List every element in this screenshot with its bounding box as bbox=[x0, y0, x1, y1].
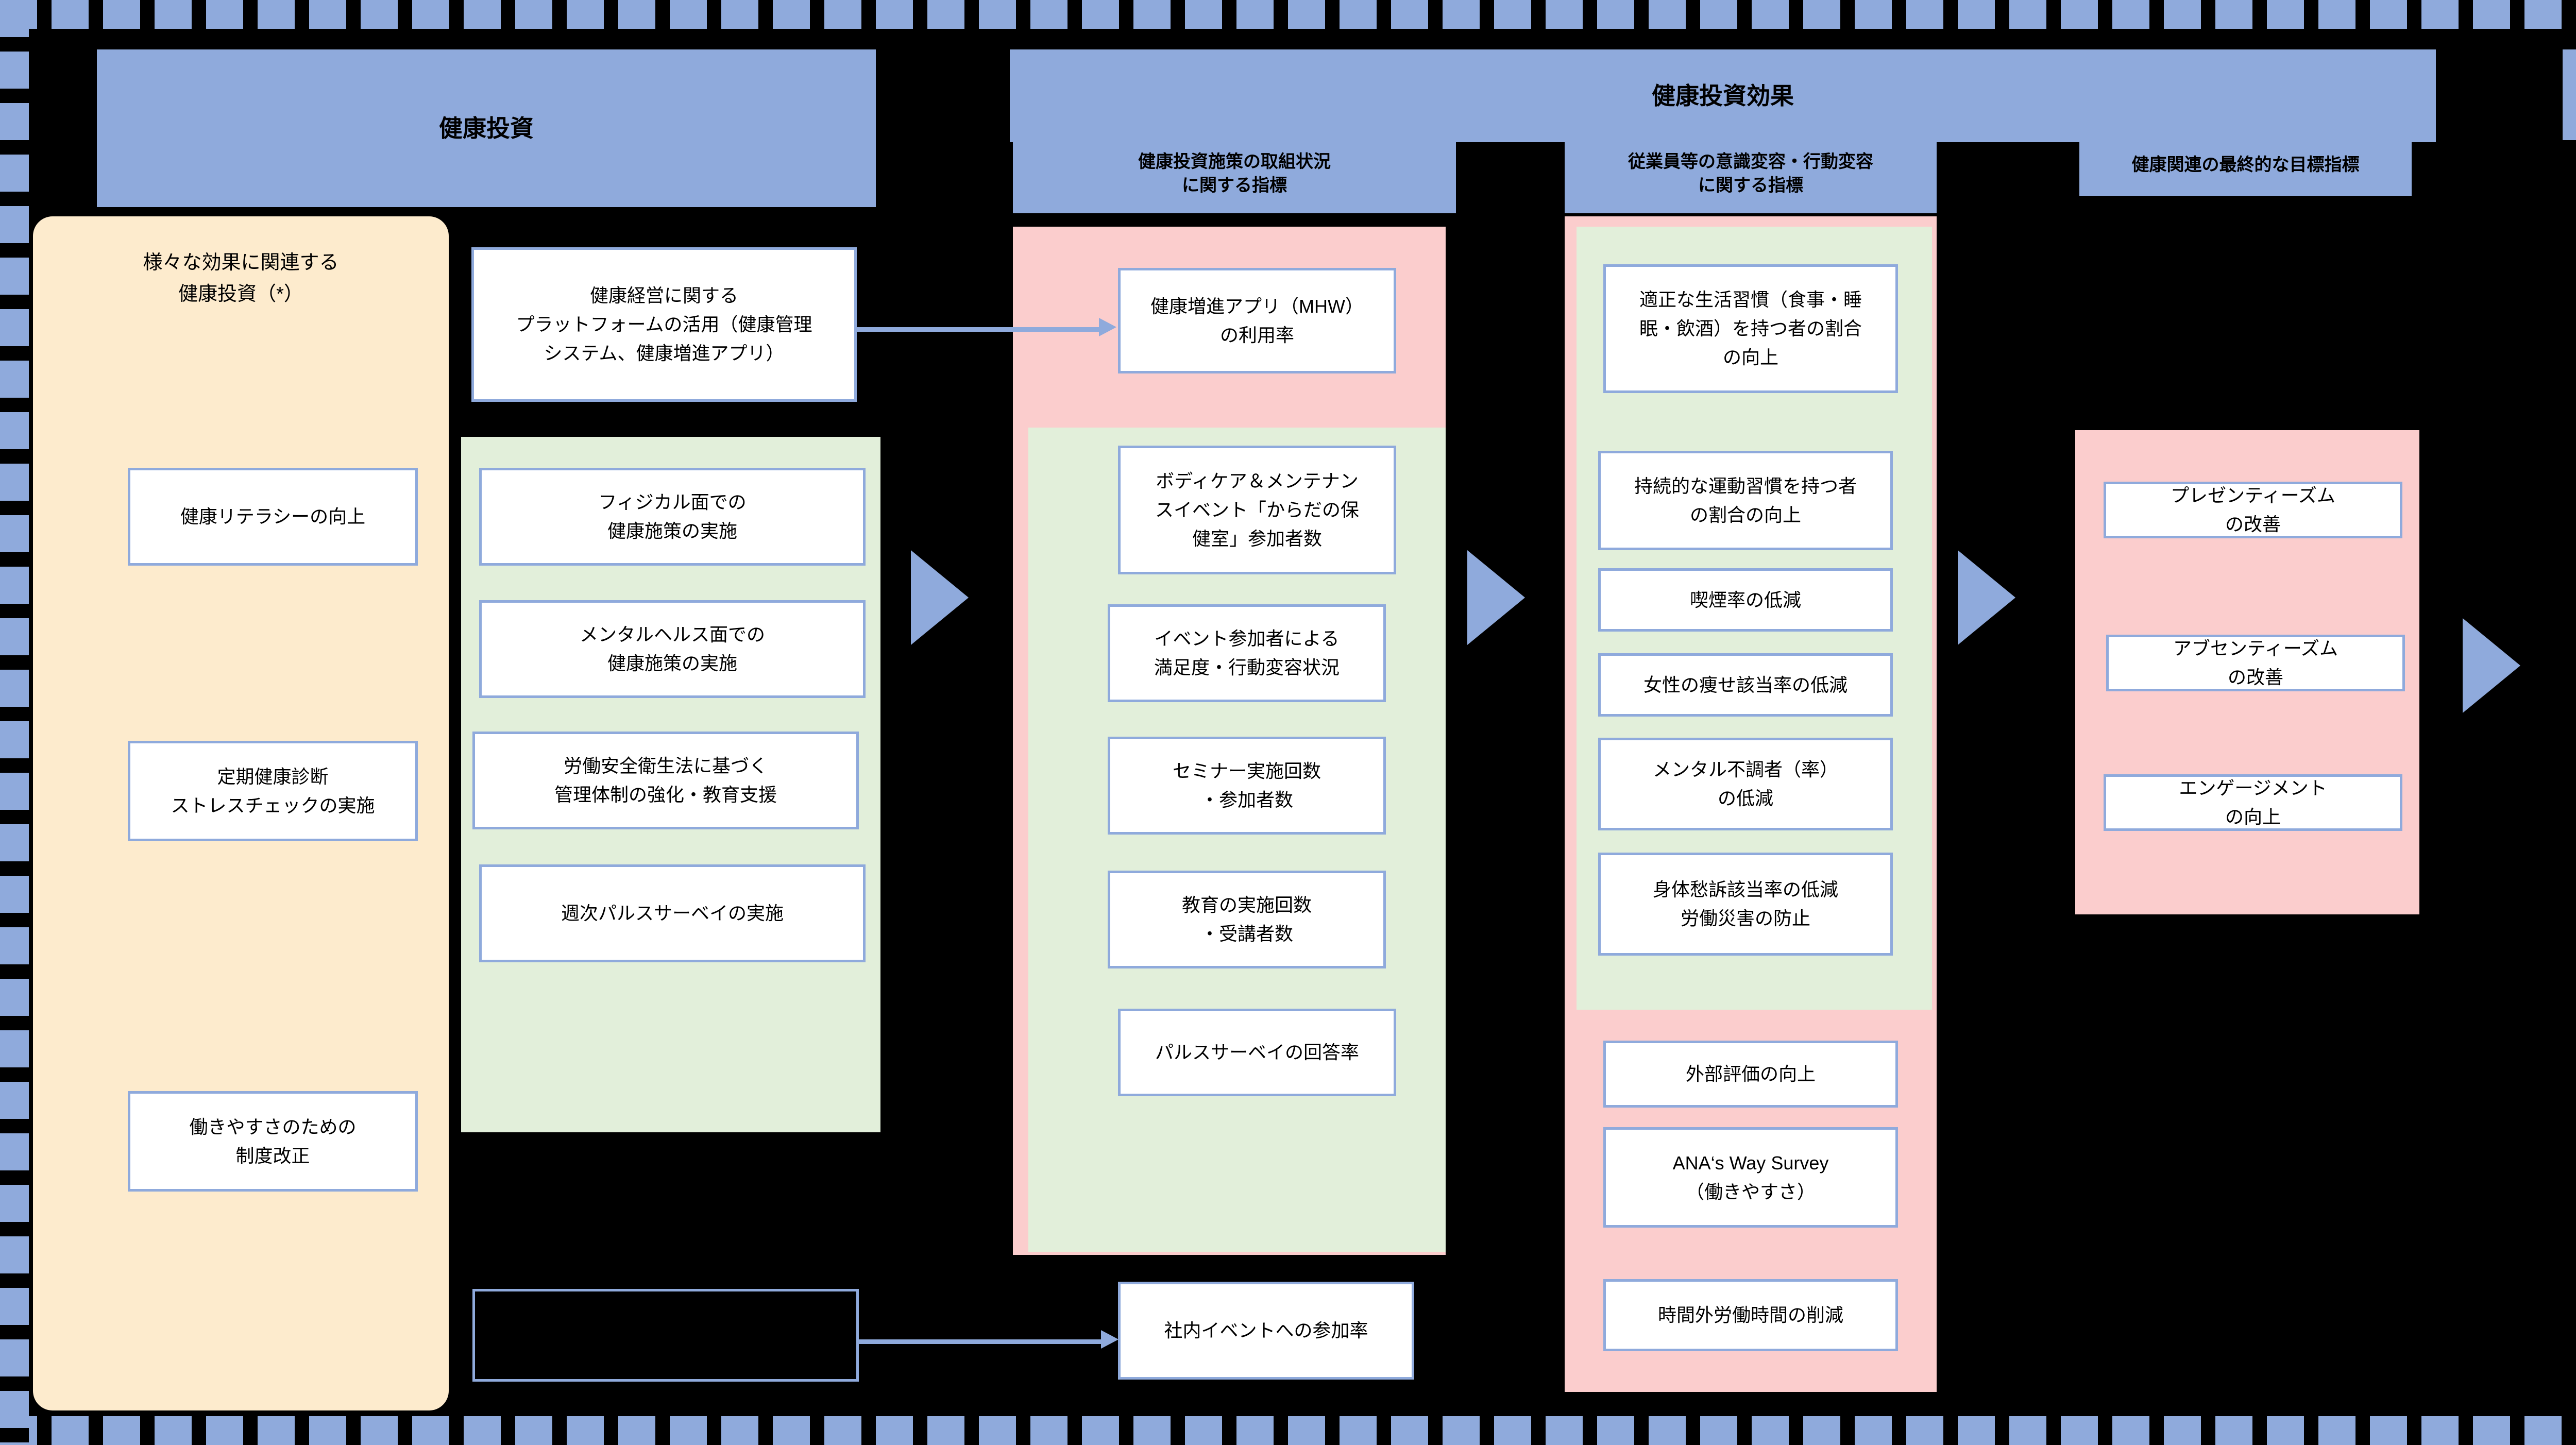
card-overtime-reduction[interactable]: 時間外労働時間の削減 bbox=[1603, 1279, 1898, 1351]
card-presenteeism[interactable]: プレゼンティーズム の改善 bbox=[2104, 482, 2402, 538]
connector-line-platform-to-mhw bbox=[857, 327, 1099, 332]
card-absenteeism[interactable]: アブセンティーズム の改善 bbox=[2106, 635, 2405, 691]
banner-final-indicator: 健康関連の最終的な目標指標 bbox=[2079, 135, 2412, 196]
card-weekly-pulse-survey[interactable]: 週次パルスサーベイの実施 bbox=[479, 864, 866, 962]
card-physical-complaints[interactable]: 身体愁訴該当率の低減 労働災害の防止 bbox=[1598, 853, 1893, 956]
card-health-literacy[interactable]: 健康リテラシーの向上 bbox=[128, 468, 418, 566]
banner-health-investment: 健康投資 bbox=[97, 49, 876, 207]
card-periodic-checkup[interactable]: 定期健康診断 ストレスチェックの実施 bbox=[128, 741, 418, 841]
card-safety-law-management[interactable]: 労働安全衛生法に基づく 管理体制の強化・教育支援 bbox=[472, 732, 859, 829]
card-bodycare-event-participants[interactable]: ボディケア＆メンテナン スイベント「からだの保 健室」参加者数 bbox=[1118, 446, 1396, 574]
card-system-reform[interactable]: 働きやすさのための 制度改正 bbox=[128, 1091, 418, 1192]
connector-arrowhead-blank-to-event bbox=[1101, 1330, 1118, 1349]
connector-line-blank-to-event bbox=[859, 1339, 1101, 1344]
card-mhw-app-usage[interactable]: 健康増進アプリ（MHW） の利用率 bbox=[1118, 268, 1396, 373]
frame-bottom-border bbox=[0, 1416, 2576, 1445]
card-seminar-count[interactable]: セミナー実施回数 ・参加者数 bbox=[1108, 737, 1386, 835]
banner-measures-indicator: 健康投資施策の取組状況 に関する指標 bbox=[1013, 135, 1456, 213]
panel-health-investment-label: 様々な効果に関連する 健康投資（*） bbox=[143, 252, 339, 305]
banner-management-challenge: 健康経営で解決したい 経営課題 bbox=[2563, 49, 2576, 140]
card-education-count[interactable]: 教育の実施回数 ・受講者数 bbox=[1108, 871, 1386, 968]
connector-arrowhead-platform-to-mhw bbox=[1099, 318, 1116, 336]
card-pulse-survey-response-rate[interactable]: パルスサーベイの回答率 bbox=[1118, 1009, 1396, 1096]
card-lifestyle-habits[interactable]: 適正な生活習慣（食事・睡 眠・飲酒）を持つ者の割合 の向上 bbox=[1603, 264, 1898, 393]
banner-health-investment-effect: 健康投資効果 bbox=[1010, 49, 2436, 142]
card-anas-way-survey[interactable]: ANA‘s Way Survey （働きやすさ） bbox=[1603, 1127, 1898, 1228]
card-smoking-rate[interactable]: 喫煙率の低減 bbox=[1598, 568, 1893, 632]
card-physical-measures[interactable]: フィジカル面での 健康施策の実施 bbox=[479, 468, 866, 566]
card-health-platform[interactable]: 健康経営に関する プラットフォームの活用（健康管理 システム、健康増進アプリ） bbox=[471, 247, 857, 402]
card-mental-disorder-rate[interactable]: メンタル不調者（率） の低減 bbox=[1598, 738, 1893, 830]
card-mental-health-measures[interactable]: メンタルヘルス面での 健康施策の実施 bbox=[479, 600, 866, 698]
card-exercise-habits[interactable]: 持続的な運動習慣を持つ者 の割合の向上 bbox=[1598, 451, 1893, 550]
frame-left-border bbox=[0, 0, 29, 1445]
banner-behavior-indicator: 従業員等の意識変容・行動変容 に関する指標 bbox=[1565, 135, 1937, 213]
frame-top-border bbox=[0, 0, 2576, 29]
card-internal-event-participation[interactable]: 社内イベントへの参加率 bbox=[1118, 1282, 1414, 1380]
card-blank-source[interactable] bbox=[472, 1289, 859, 1382]
card-external-evaluation[interactable]: 外部評価の向上 bbox=[1603, 1041, 1898, 1108]
card-engagement[interactable]: エンゲージメント の向上 bbox=[2104, 774, 2402, 831]
card-female-underweight-rate[interactable]: 女性の痩せ該当率の低減 bbox=[1598, 653, 1893, 717]
card-event-satisfaction[interactable]: イベント参加者による 満足度・行動変容状況 bbox=[1108, 604, 1386, 702]
